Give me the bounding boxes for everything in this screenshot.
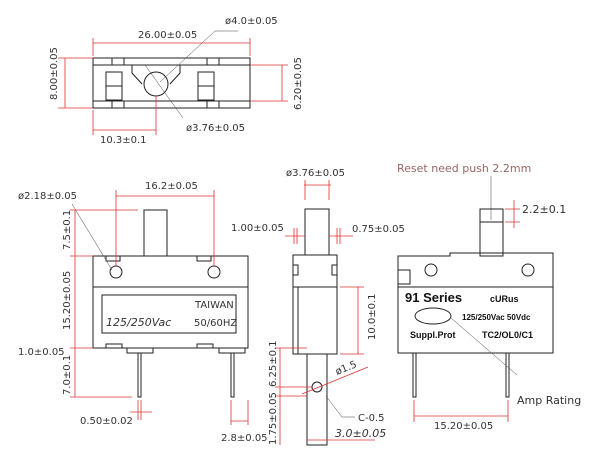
dim-hole-spacing: 16.2±0.05 <box>145 181 198 192</box>
dim-hole-pos: 6.25±0.1 <box>268 340 279 387</box>
dim-right-step: 0.75±0.05 <box>352 224 405 235</box>
dim-hole-inner: ø3.76±0.05 <box>186 123 245 134</box>
dim-inner-height: 6.20±0.05 <box>293 57 304 110</box>
rating-label: 125/250Vac 50Vdc <box>462 313 531 322</box>
suppl-label: Suppl.Prot <box>410 330 456 340</box>
dim-left-step: 1.00±0.05 <box>231 223 284 234</box>
dim-pin-length: 7.0±0.1 <box>62 355 73 395</box>
dim-hole-edge: 1.75±0.05 <box>268 392 279 445</box>
reset-note: Reset need push 2.2mm <box>397 162 531 175</box>
cert-mark: cURus <box>490 294 519 304</box>
dim-hole-outer: ø4.0±0.05 <box>225 16 278 27</box>
label-voltage: 125/250Vac <box>106 316 171 329</box>
dim-pin-width-side: 3.0±0.05 <box>335 427 386 440</box>
dim-button-dia: ø3.76±0.05 <box>286 168 345 179</box>
dim-body-height: 15.20±0.05 <box>62 271 73 330</box>
dim-pin-spacing: 15.20±0.05 <box>434 421 493 432</box>
dim-pin-thickness: 0.50±0.02 <box>80 416 133 427</box>
top-view: 26.00±0.05 ø4.0±0.05 8.00±0.05 6.20±0.05… <box>49 16 304 146</box>
amp-rating-label: Amp Rating <box>517 394 581 407</box>
dim-hole-offset: 10.3±0.1 <box>100 135 147 146</box>
dim-button-height: 7.5±0.1 <box>62 210 73 250</box>
side-view: ø3.76±0.05 1.00±0.05 0.75±0.05 10.0±0.1 … <box>231 168 405 446</box>
label-freq: 50/60HZ <box>194 318 237 329</box>
dim-tab-height: 1.0±0.05 <box>18 347 65 358</box>
right-view: Reset need push 2.2mm 2.2±0.1 91 Series … <box>397 162 581 432</box>
dim-pin-width: 2.8±0.05 <box>221 433 268 444</box>
dim-travel: 2.2±0.1 <box>522 203 566 216</box>
front-view: TAIWAN 125/250Vac 50/60HZ 16.2±0.05 ø2.1… <box>18 181 268 444</box>
dim-body-lower: 10.0±0.1 <box>367 293 378 340</box>
dim-height: 8.00±0.05 <box>49 47 60 100</box>
chamfer-label: C-0.5 <box>358 413 385 424</box>
code-label: TC2/OL0/C1 <box>482 330 533 340</box>
series-label: 91 Series <box>405 290 462 305</box>
dim-hole-dia: ø2.18±0.05 <box>18 191 77 202</box>
label-country: TAIWAN <box>194 300 234 311</box>
amp-rating-oval <box>414 307 452 325</box>
dim-hole-dia-side: ø1.5 <box>334 359 359 377</box>
dim-width: 26.00±0.05 <box>138 30 197 41</box>
